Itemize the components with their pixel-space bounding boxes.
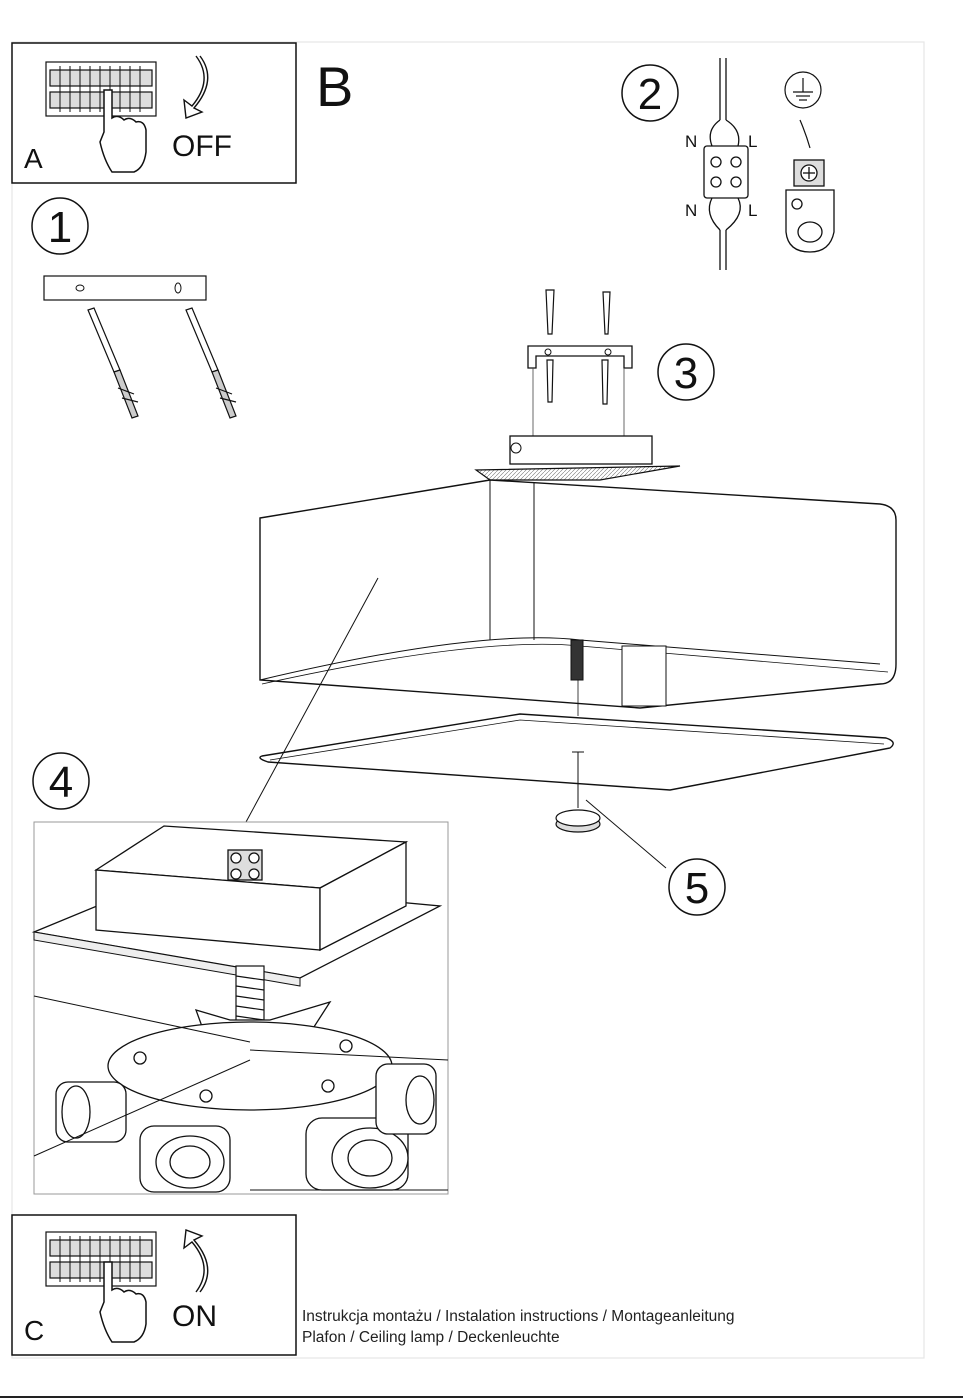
lamp-shade bbox=[259, 479, 897, 709]
panel-c: C ON bbox=[11, 1214, 297, 1356]
caption-line-1: Instrukcja montażu / Instalation instruc… bbox=[302, 1308, 735, 1325]
finial-nut bbox=[555, 809, 601, 833]
up-arrow-icon bbox=[183, 1229, 209, 1293]
mounting-bar bbox=[43, 275, 207, 301]
panel-c-action: ON bbox=[172, 1300, 217, 1333]
page-border bbox=[11, 41, 925, 1359]
screw-icon bbox=[87, 307, 139, 419]
mounting-plate bbox=[474, 465, 681, 481]
breaker-icon bbox=[45, 1231, 157, 1287]
lamp-socket bbox=[305, 1117, 409, 1191]
screw-icon bbox=[185, 307, 237, 419]
step-5-number: 5 bbox=[685, 864, 709, 913]
detail-view bbox=[31, 821, 449, 1195]
caption: Instrukcja montażu / Instalation instruc… bbox=[302, 1306, 735, 1348]
wire-label-neutral-bottom: N bbox=[685, 201, 697, 220]
step-2-number: 2 bbox=[638, 70, 662, 119]
breaker-icon bbox=[45, 61, 157, 117]
step-1: 1 bbox=[31, 197, 237, 419]
ground-terminal bbox=[785, 159, 835, 253]
panel-a-action: OFF bbox=[172, 130, 232, 163]
step-2: 2 N L N L bbox=[621, 58, 835, 270]
screw-icon bbox=[546, 359, 609, 405]
step-1-number: 1 bbox=[48, 203, 72, 252]
step-3: 3 bbox=[474, 289, 715, 481]
panel-a: A OFF bbox=[11, 42, 297, 184]
wire-label-neutral-top: N bbox=[685, 132, 697, 151]
lamp-socket bbox=[375, 1063, 437, 1135]
threaded-rod bbox=[570, 639, 584, 681]
detail-socket-plate bbox=[107, 1021, 393, 1111]
panel-b-letter: B bbox=[316, 55, 353, 118]
down-arrow-icon bbox=[183, 55, 209, 119]
step-4: 4 bbox=[32, 752, 90, 810]
ground-icon bbox=[784, 71, 822, 149]
step-4-number: 4 bbox=[49, 758, 73, 807]
panel-c-letter: C bbox=[24, 1315, 44, 1346]
wire-label-live-top: L bbox=[748, 132, 757, 151]
wire-connector bbox=[703, 58, 749, 270]
step-5: 5 bbox=[555, 751, 726, 916]
panel-a-letter: A bbox=[24, 143, 43, 174]
mounting-bracket bbox=[527, 345, 633, 369]
detail-leader-line bbox=[245, 577, 379, 823]
caption-line-2: Plafon / Ceiling lamp / Deckenleuchte bbox=[302, 1329, 560, 1346]
step-3-number: 3 bbox=[674, 349, 698, 398]
screw-icon bbox=[545, 289, 611, 335]
lamp-socket bbox=[139, 1125, 231, 1193]
detail-junction-box bbox=[94, 825, 409, 952]
hand-icon bbox=[99, 89, 147, 173]
wire-label-live-bottom: L bbox=[748, 201, 757, 220]
lamp-socket bbox=[55, 1081, 127, 1143]
junction-box bbox=[509, 435, 653, 465]
hand-icon bbox=[99, 1261, 147, 1343]
